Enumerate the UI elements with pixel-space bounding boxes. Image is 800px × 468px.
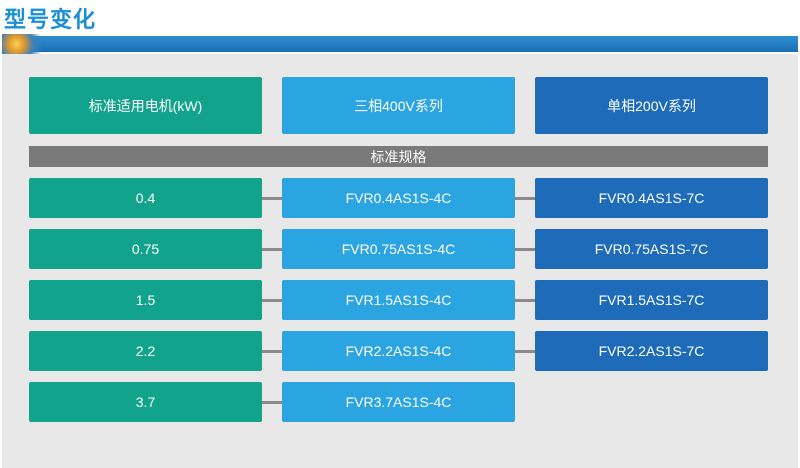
header-logo-image	[2, 34, 50, 54]
connector-line	[262, 350, 282, 353]
header-three-phase-400v: 三相400V系列	[282, 77, 515, 134]
header-bar	[2, 36, 798, 52]
row-1-kw: 0.4	[29, 178, 262, 218]
connector-line	[262, 197, 282, 200]
row-4-kw: 2.2	[29, 331, 262, 371]
row-4-single-phase-model: FVR2.2AS1S-7C	[535, 331, 768, 371]
header-single-phase-200v: 单相200V系列	[535, 77, 768, 134]
row-1-single-phase-model: FVR0.4AS1S-7C	[535, 178, 768, 218]
row-3-three-phase-model: FVR1.5AS1S-4C	[282, 280, 515, 320]
spec-label-bar: 标准规格	[29, 146, 768, 167]
connector-line	[515, 197, 535, 200]
page-title: 型号变化	[4, 8, 97, 33]
connector-line	[262, 401, 282, 404]
connector-line	[515, 350, 535, 353]
row-2-three-phase-model: FVR0.75AS1S-4C	[282, 229, 515, 269]
row-2-kw: 0.75	[29, 229, 262, 269]
row-5-three-phase-model: FVR3.7AS1S-4C	[282, 382, 515, 422]
row-2-single-phase-model: FVR0.75AS1S-7C	[535, 229, 768, 269]
connector-line	[515, 299, 535, 302]
connector-line	[262, 299, 282, 302]
header-motor-kw: 标准适用电机(kW)	[29, 77, 262, 134]
connector-line	[515, 248, 535, 251]
row-1-three-phase-model: FVR0.4AS1S-4C	[282, 178, 515, 218]
row-5-kw: 3.7	[29, 382, 262, 422]
row-3-single-phase-model: FVR1.5AS1S-7C	[535, 280, 768, 320]
row-4-three-phase-model: FVR2.2AS1S-4C	[282, 331, 515, 371]
row-3-kw: 1.5	[29, 280, 262, 320]
connector-line	[262, 248, 282, 251]
